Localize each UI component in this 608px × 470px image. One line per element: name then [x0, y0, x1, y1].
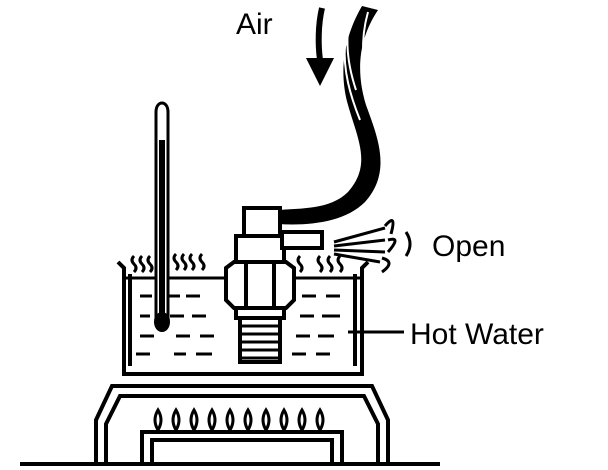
- air-flow-arrow-icon: [306, 7, 334, 86]
- thermometer: [154, 101, 170, 332]
- thermo-valve: [224, 260, 296, 364]
- gas-burner: [20, 384, 440, 466]
- air-label: Air: [236, 8, 273, 41]
- valve-thread: [240, 324, 280, 360]
- water-pattern: [136, 294, 340, 356]
- open-air-burst-icon: [333, 219, 412, 274]
- water-beaker: [116, 260, 370, 376]
- hot-water-label: Hot Water: [410, 318, 544, 351]
- flame-icon: [153, 407, 325, 431]
- steam-icon: [130, 252, 344, 274]
- open-label: Open: [432, 230, 505, 263]
- air-hose: [278, 6, 381, 225]
